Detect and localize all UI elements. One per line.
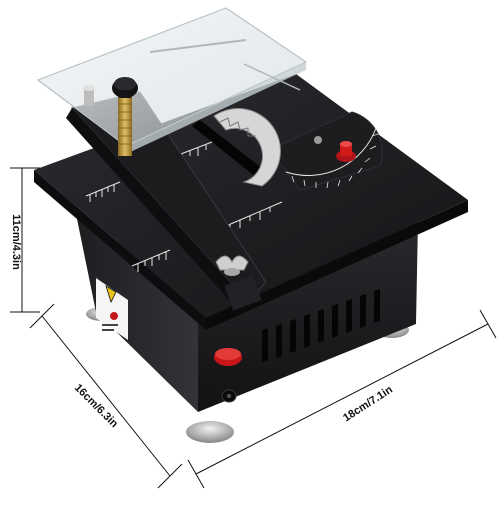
guard-bolt [83,85,95,106]
acrylic-blade-guard [36,7,308,154]
height-dimension [10,167,40,313]
warning-label-icon [96,278,128,340]
fence-wing-nut [215,255,249,276]
guard-adjust-knob [112,77,138,156]
depth-dimension [29,303,183,489]
vent-grille [262,289,380,362]
power-switch [214,348,242,366]
miter-protractor [269,111,383,191]
width-dimension [187,309,497,489]
saw-blade [213,108,281,187]
dc-jack [221,389,237,403]
height-dimension-label: 11cm/4.3in [10,214,22,270]
